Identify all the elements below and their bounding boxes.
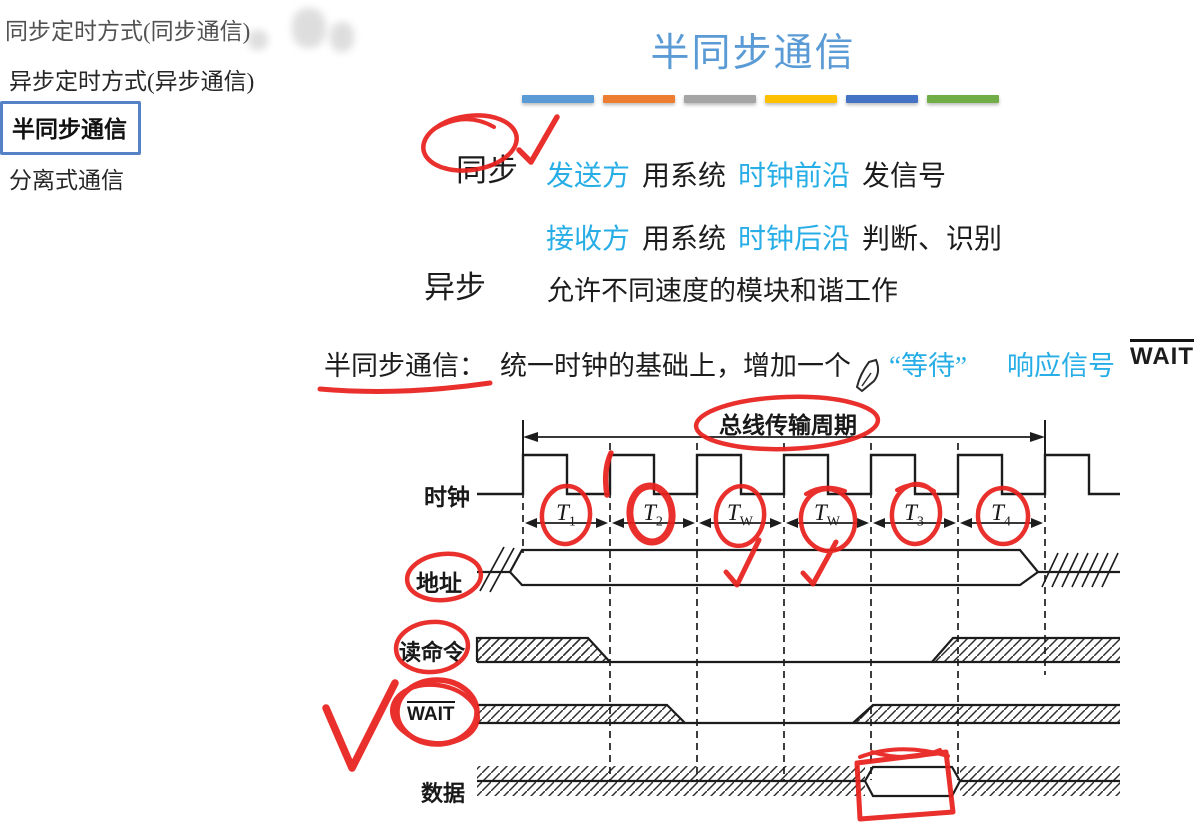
wait-row-label: WAIT bbox=[407, 701, 455, 726]
data-row-label: 数据 bbox=[421, 781, 466, 806]
sync-term: 同步 bbox=[456, 153, 518, 188]
sync-line2: 接收方用系统时钟后沿判断、识别 bbox=[546, 224, 1003, 255]
tw2-circle-overstroke bbox=[804, 485, 847, 496]
clock-trailing-edge-text: 时钟后沿 bbox=[738, 224, 851, 255]
cycle-label: 总线传输周期 bbox=[719, 413, 857, 438]
sidebar-item-semi-sync-selected[interactable]: 半同步通信 bbox=[0, 101, 141, 155]
clock-leading-edge-text: 时钟前沿 bbox=[738, 161, 851, 192]
address-row-label: 地址 bbox=[416, 571, 462, 596]
clock-row-label: 时钟 bbox=[424, 485, 470, 510]
period-label-tw1: TW bbox=[726, 500, 753, 530]
semi-wait-signal-name: WAIT bbox=[1130, 339, 1194, 371]
wait-big-checkmark bbox=[322, 679, 399, 772]
accent-bar bbox=[684, 95, 756, 103]
sidebar-item-sync-timing[interactable]: 同步定时方式(同步通信) bbox=[5, 19, 251, 44]
semi-body: 统一时钟的基础上，增加一个 bbox=[500, 351, 851, 381]
semi-underline bbox=[317, 380, 493, 394]
receiver-text: 接收方 bbox=[546, 224, 631, 255]
scan-ghost bbox=[292, 8, 326, 48]
accent-bar bbox=[765, 95, 837, 103]
sender-text: 发送方 bbox=[546, 161, 631, 192]
data-valid-box-scribble bbox=[858, 747, 950, 760]
accent-bar bbox=[927, 95, 999, 103]
scan-ghost bbox=[248, 30, 268, 50]
sidebar-item-split-transaction[interactable]: 分离式通信 bbox=[9, 168, 124, 193]
semi-response-signal: 响应信号 bbox=[1007, 351, 1115, 381]
timing-diagram-svg bbox=[475, 420, 1120, 798]
arrowheads bbox=[523, 432, 1045, 528]
accent-bar bbox=[846, 95, 918, 103]
sync-line1: 发送方用系统时钟前沿发信号 bbox=[546, 161, 947, 192]
scan-ghost bbox=[330, 22, 354, 52]
sidebar-item-async-timing[interactable]: 异步定时方式(异步通信) bbox=[9, 69, 255, 94]
period-label-t2: T2 bbox=[643, 500, 663, 530]
period-label-t1: T1 bbox=[556, 500, 576, 530]
clock-tick-mark bbox=[602, 450, 614, 498]
period-label-t4: T4 bbox=[991, 500, 1011, 530]
async-desc: 允许不同速度的模块和谐工作 bbox=[547, 276, 898, 306]
accent-bars bbox=[522, 95, 999, 103]
page-title: 半同步通信 bbox=[650, 32, 856, 75]
sync-term-circle-overstroke bbox=[434, 117, 496, 130]
semi-lead: 半同步通信： bbox=[324, 351, 486, 381]
address-checkmark-2 bbox=[800, 539, 839, 587]
address-checkmark-1 bbox=[723, 537, 762, 588]
accent-bar bbox=[522, 95, 594, 103]
semi-wait-quoted: “等待” bbox=[889, 351, 967, 381]
async-term: 异步 bbox=[424, 270, 486, 305]
period-label-t3: T3 bbox=[904, 500, 924, 530]
data-valid-box bbox=[854, 749, 956, 822]
accent-bar bbox=[603, 95, 675, 103]
period-label-tw2: TW bbox=[813, 500, 840, 530]
t3-circle-overstroke bbox=[895, 482, 936, 493]
pen-cursor bbox=[855, 358, 880, 393]
read-cmd-row-label: 读命令 bbox=[399, 640, 466, 665]
